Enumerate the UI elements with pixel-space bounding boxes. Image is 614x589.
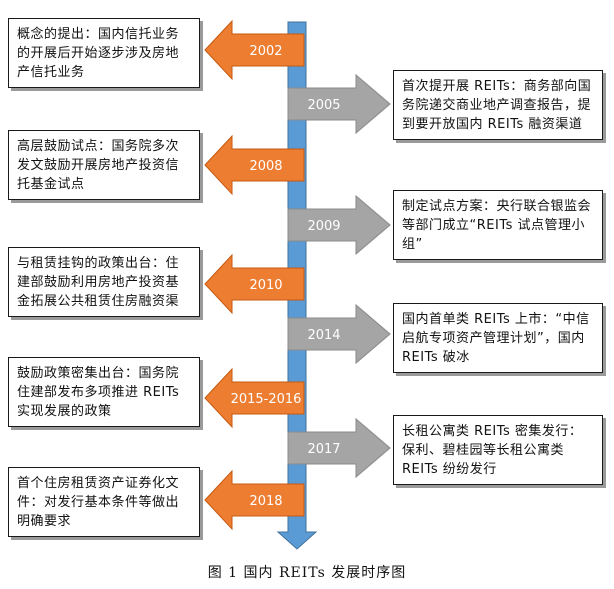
event-description-box: 高层鼓励试点：国务院多次发文鼓励开展房地产投资信托基金试点: [8, 130, 200, 200]
orange-arrow-shape: [204, 367, 305, 429]
gray-arrow-shape: [287, 194, 391, 256]
event-description-box: 概念的提出：国内信托业务的开展后开始逐步涉及房地产信托业务: [8, 18, 200, 88]
year-label: 2005: [307, 98, 340, 113]
event-arrow-2002: 2002: [204, 19, 305, 81]
year-label: 2009: [307, 219, 340, 234]
orange-arrow-shape: [204, 134, 305, 196]
event-description-box: 长租公寓类 REITs 密集发行：保利、碧桂园等长租公寓类 REITs 纷纷发行: [393, 415, 603, 485]
orange-arrow-shape: [204, 19, 305, 81]
year-label: 2018: [249, 494, 282, 509]
orange-arrow-shape: [204, 469, 305, 531]
event-description-box: 国内首单类 REITs 上市：“中信启航专项资产管理计划”，国内 REITs 破…: [393, 303, 603, 373]
event-description-box: 制定试点方案：央行联合银监会等部门成立“REITs 试点管理小组”: [393, 190, 603, 260]
year-label: 2008: [249, 159, 282, 174]
gray-arrow-shape: [287, 303, 391, 365]
event-description-box: 鼓励政策密集出台：国务院住建部发布多项推进 REITs 实现发展的政策: [8, 357, 200, 427]
figure-caption: 图 1 国内 REITs 发展时序图: [207, 565, 407, 581]
event-description-box: 与租赁挂钩的政策出台：住建部鼓励利用房地产投资基金拓展公共租赁住房融资渠: [8, 247, 200, 317]
year-label: 2017: [307, 442, 340, 457]
year-label: 2010: [249, 278, 282, 293]
event-description-box: 首次提开展 REITs：商务部向国务院递交商业地产调查报告，提到要开放国内 RE…: [393, 70, 603, 140]
year-label: 2002: [249, 44, 282, 59]
event-arrow-2008: 2008: [204, 134, 305, 196]
event-arrow-2009: 2009: [287, 194, 391, 256]
orange-arrow-shape: [204, 253, 305, 315]
event-arrow-2014: 2014: [287, 303, 391, 365]
event-arrow-2010: 2010: [204, 253, 305, 315]
event-description-box: 首个住房租赁资产证券化文件：对发行基本条件等做出明确要求: [8, 467, 200, 537]
gray-arrow-shape: [287, 417, 391, 479]
event-arrow-2005: 2005: [287, 73, 391, 135]
event-arrow-2015-2016: 2015-2016: [204, 367, 305, 429]
event-arrow-2017: 2017: [287, 417, 391, 479]
year-label: 2014: [307, 328, 340, 343]
year-label: 2015-2016: [231, 392, 302, 407]
gray-arrow-shape: [287, 73, 391, 135]
event-arrow-2018: 2018: [204, 469, 305, 531]
